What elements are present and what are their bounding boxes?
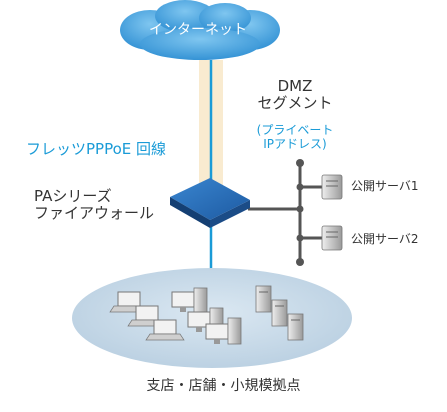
internet-cloud — [120, 0, 280, 60]
dmz-segment — [248, 165, 322, 262]
firewall-label-line1: PAシリーズ — [34, 187, 112, 205]
branch-label: 支店・店舗・小規模拠点 — [146, 378, 301, 394]
dmz-junction-3 — [296, 234, 304, 242]
dmz-title: DMZ セグメント — [240, 77, 350, 113]
firewall-appliance-icon — [170, 178, 250, 228]
branch-server-icon-1 — [255, 285, 272, 313]
dmz-top-node — [296, 159, 304, 167]
dmz-bottom-node — [296, 258, 304, 266]
server-2-label: 公開サーバ2 — [351, 232, 419, 246]
laptop-icon-3 — [145, 319, 185, 341]
internet-label: インターネット — [149, 22, 247, 38]
dmz-note-line1: (プライベート — [256, 123, 334, 137]
dmz-junction-1 — [296, 183, 304, 191]
branch-server-icon-3 — [287, 313, 304, 341]
dmz-note-line2: IPアドレス) — [263, 136, 327, 151]
pppoe-link-label: フレッツPPPoE 回線 — [26, 140, 167, 158]
server-2-icon — [321, 225, 343, 251]
dmz-title-line1: DMZ — [277, 77, 313, 95]
dmz-title-line2: セグメント — [257, 94, 333, 113]
firewall-label: PAシリーズ ファイアウォール — [34, 187, 155, 223]
server-1-icon — [321, 174, 343, 200]
desktop-icon-1 — [171, 287, 208, 315]
server-1-label: 公開サーバ1 — [351, 179, 419, 193]
firewall-label-line2: ファイアウォール — [34, 204, 155, 223]
dmz-note: (プライベート IPアドレス) — [240, 123, 350, 152]
dmz-junction-2 — [296, 205, 304, 213]
desktop-icon-3 — [205, 317, 242, 345]
branch-server-icon-2 — [271, 299, 288, 327]
